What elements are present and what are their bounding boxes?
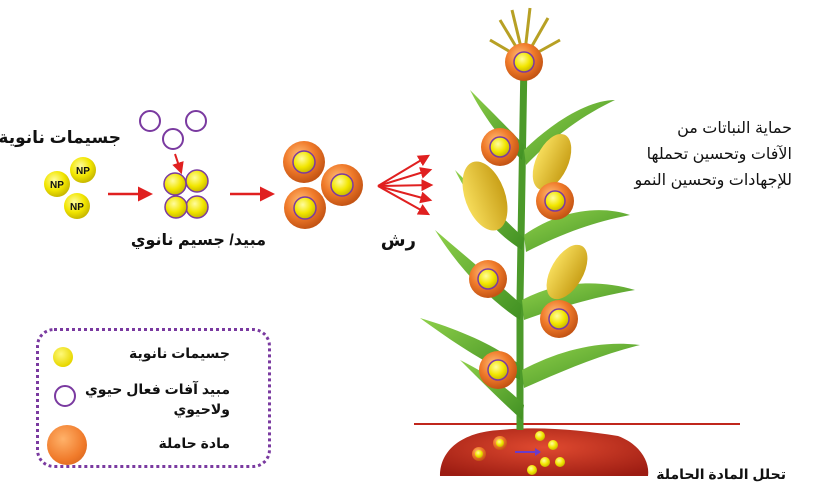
legend-pesticide-line-2: ولاحيوي [85, 399, 230, 419]
legend: جسيمات نانوية مبيد آفات فعال حيوي ولاحيو… [36, 328, 271, 468]
nanoparticles-title: جسيمات نانوية [0, 128, 121, 148]
pesticide-nano-label: مبيد/ جسيم نانوي [131, 230, 266, 250]
legend-text-nanoparticle: جسيمات نانوية [129, 345, 230, 362]
carrier-decomposition-label: تحلل المادة الحاملة [656, 466, 786, 483]
down-arrow [175, 154, 181, 172]
spray-label: رش [381, 230, 416, 251]
legend-text-carrier: مادة حاملة [159, 435, 230, 452]
legend-text-pesticide: مبيد آفات فعال حيوي ولاحيوي [85, 379, 230, 419]
legend-item-pesticide [54, 385, 76, 407]
legend-item-carrier [47, 425, 87, 465]
benefit-line-3: للإجهادات وتحسين النمو [634, 168, 792, 194]
legend-pesticide-line-1: مبيد آفات فعال حيوي [85, 379, 230, 399]
benefit-text: حماية النباتات من الآفات وتحسين تحملها ل… [634, 116, 792, 194]
purple-ring-icon [54, 385, 76, 407]
np-tag: NP [76, 166, 90, 177]
spray-arrows [378, 156, 431, 214]
benefit-line-2: الآفات وتحسين تحملها [634, 142, 792, 168]
np-tag: NP [50, 180, 64, 191]
benefit-line-1: حماية النباتات من [634, 116, 792, 142]
pesticide-ring [186, 111, 206, 131]
pesticide-ring [140, 111, 160, 131]
orange-carrier-icon [47, 425, 87, 465]
combined-particle-group [164, 170, 208, 218]
legend-item-nanoparticle [53, 347, 73, 367]
pesticide-ring-group [140, 111, 206, 149]
pesticide-ring [163, 129, 183, 149]
yellow-nanoparticle-icon [53, 347, 73, 367]
carrier-particle-group [283, 141, 363, 229]
np-tag: NP [70, 202, 84, 213]
